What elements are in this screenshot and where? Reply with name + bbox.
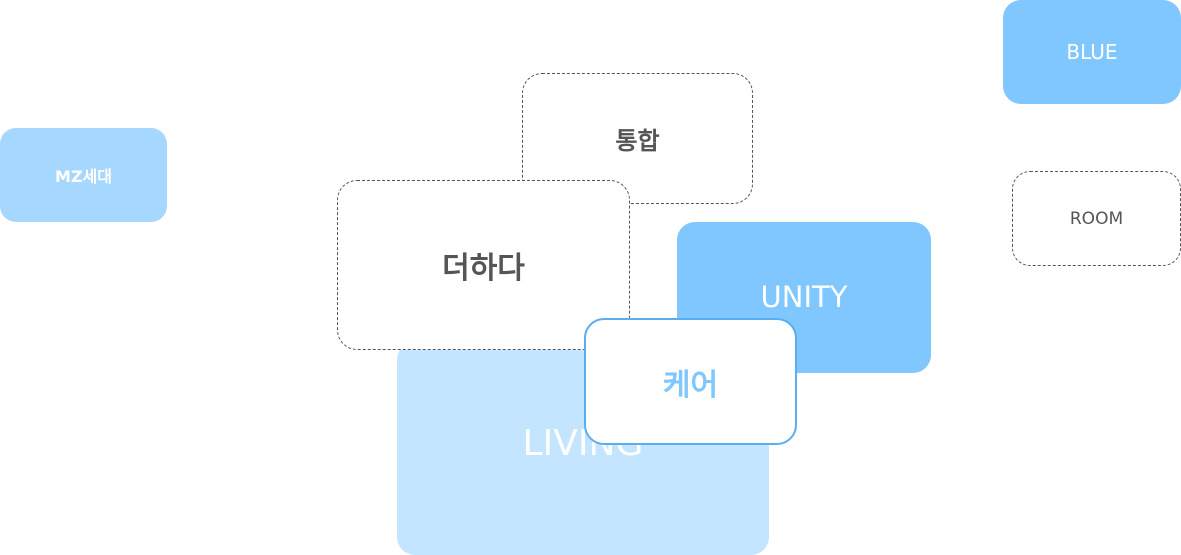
keyword-box-deohada: 더하다 (337, 180, 630, 350)
keyword-box-care: 케어 (584, 318, 797, 445)
keyword-label-care: 케어 (662, 367, 719, 403)
keyword-box-unity: UNITY (677, 222, 931, 373)
keyword-box-mz: MZ세대 (0, 128, 167, 222)
keyword-label-room: ROOM (1069, 208, 1124, 229)
keyword-box-blue: BLUE (1003, 0, 1181, 104)
keyword-box-room: ROOM (1012, 171, 1181, 266)
keyword-label-mz: MZ세대 (55, 167, 112, 186)
keyword-label-deohada: 더하다 (442, 251, 525, 286)
keyword-label-blue: BLUE (1066, 40, 1118, 64)
keyword-label-tonghap: 통합 (615, 127, 660, 155)
keyword-label-unity: UNITY (760, 279, 848, 314)
